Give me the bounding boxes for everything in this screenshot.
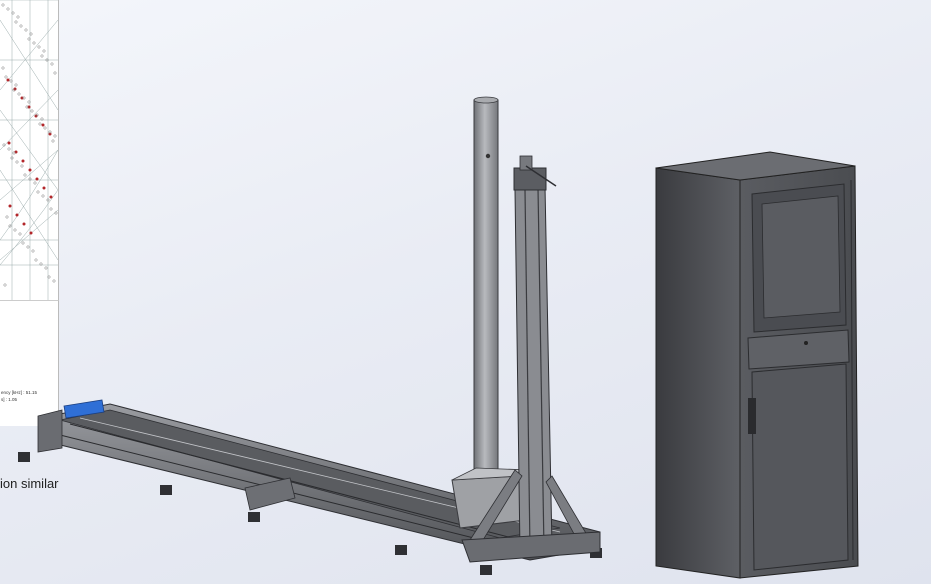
chart-marker-open (10, 156, 14, 160)
chart-marker-open (42, 49, 46, 53)
chart-marker-open (22, 96, 26, 100)
chart-marker-red (49, 195, 53, 199)
chart-marker-open (27, 37, 31, 41)
microphone-pole (451, 96, 532, 529)
chart-marker-open (24, 28, 28, 32)
chart-marker-red (35, 177, 39, 181)
chart-marker-open (14, 20, 18, 24)
chart-marker-red (7, 141, 11, 145)
chart-marker-open (5, 215, 9, 219)
chart-marker-open (25, 105, 29, 109)
chart-marker-red (48, 132, 52, 136)
chart-marker-open (43, 126, 47, 130)
chart-marker-open (26, 245, 30, 249)
chart-marker-open (16, 15, 20, 19)
chart-marker-open (20, 164, 24, 168)
door-handle (748, 398, 756, 434)
chart-marker-open (36, 190, 40, 194)
chart-marker-open (23, 173, 27, 177)
chart-marker-open (44, 266, 48, 270)
chart-marker-open (52, 279, 56, 283)
chart-marker-open (50, 62, 54, 66)
chart-marker-red (6, 78, 10, 82)
chart-marker-open (27, 100, 31, 104)
chart-marker-open (3, 283, 7, 287)
chart-marker-open (40, 54, 44, 58)
electronics-cabinet (655, 151, 859, 579)
chart-marker-open (53, 134, 57, 138)
chart-marker-open (49, 207, 53, 211)
chart-marker-open (35, 113, 39, 117)
chart-marker-open (18, 232, 22, 236)
chart-marker-open (54, 211, 58, 215)
polar-grid-plot (0, 0, 58, 300)
chart-readout-panel: ency [kHz] : 51.15 s] : 1.05 (0, 300, 59, 426)
chart-marker-red (22, 222, 26, 226)
chart-marker-open (13, 228, 17, 232)
chart-marker-open (12, 88, 16, 92)
chart-marker-open (7, 147, 11, 151)
chart-marker-open (51, 139, 55, 143)
chart-marker-red (41, 123, 45, 127)
chart-marker-open (15, 160, 19, 164)
chart-marker-open (39, 262, 43, 266)
chart-marker-open (9, 79, 13, 83)
chart-marker-open (11, 11, 15, 15)
chart-marker-open (34, 258, 38, 262)
chart-marker-open (6, 7, 10, 11)
chart-marker-open (4, 75, 8, 79)
time-readout: s] : 1.05 (1, 397, 18, 402)
chart-marker-red (28, 168, 32, 172)
linear-axis-tower (461, 155, 601, 563)
chart-marker-red (15, 213, 19, 217)
chart-marker-open (17, 92, 21, 96)
chart-marker-red (27, 105, 31, 109)
chart-marker-open (28, 177, 32, 181)
chart-marker-open (29, 32, 33, 36)
chart-marker-open (21, 241, 25, 245)
directivity-chart-panel (0, 0, 59, 300)
chart-marker-open (41, 194, 45, 198)
caption-text: ion similar (0, 476, 59, 491)
chart-marker-open (32, 41, 36, 45)
frequency-readout: ency [kHz] : 51.15 (1, 390, 38, 395)
chart-marker-open (48, 130, 52, 134)
cabinet-door (751, 363, 849, 571)
chart-marker-red (29, 231, 33, 235)
chart-marker-open (8, 224, 12, 228)
chart-marker-red (42, 186, 46, 190)
chart-marker-open (38, 122, 42, 126)
chart-marker-open (14, 83, 18, 87)
chart-marker-open (30, 109, 34, 113)
chart-marker-red (20, 96, 24, 100)
chart-marker-open (1, 66, 5, 70)
chart-marker-open (46, 198, 50, 202)
chart-marker-red (21, 159, 25, 163)
chart-marker-open (45, 58, 49, 62)
chart-marker-open (53, 71, 57, 75)
chart-marker-open (2, 143, 6, 147)
chart-marker-open (1, 3, 5, 7)
carriage-block (63, 399, 105, 419)
chart-marker-open (40, 117, 44, 121)
chart-marker-open (19, 24, 23, 28)
chart-marker-open (12, 151, 16, 155)
chart-marker-red (8, 204, 12, 208)
chart-marker-open (33, 181, 37, 185)
chart-marker-open (47, 275, 51, 279)
chart-marker-open (31, 249, 35, 253)
chart-marker-open (37, 45, 41, 49)
